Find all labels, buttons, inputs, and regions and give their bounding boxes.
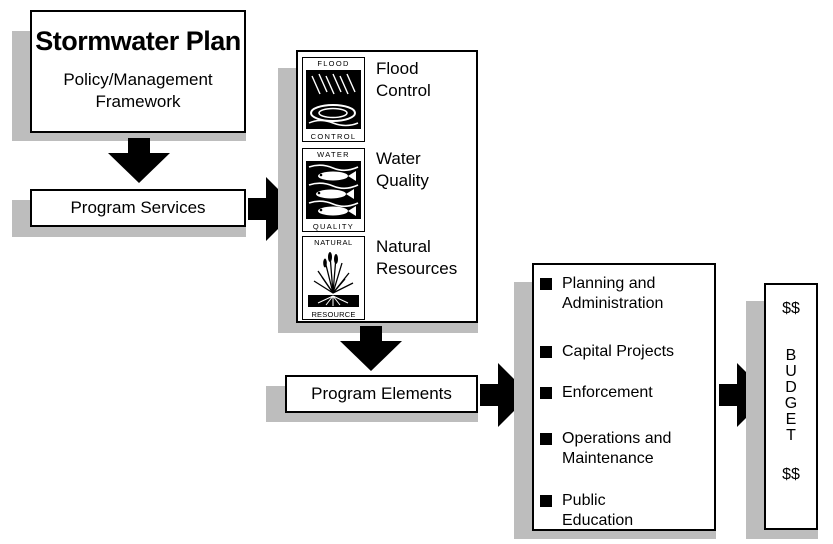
bullet-square-icon: [540, 433, 552, 445]
bullet-square-icon: [540, 346, 552, 358]
natural-resources-label: Natural Resources: [376, 236, 457, 280]
right-arrow-icon: [719, 363, 769, 427]
down-arrow-icon: [108, 138, 170, 183]
element-public-line1: Public: [562, 492, 606, 509]
budget-letter: E: [785, 411, 797, 428]
budget-letter: U: [785, 363, 797, 380]
element-capital-projects: Capital Projects: [540, 342, 675, 362]
water-label-line2: Quality: [376, 171, 429, 190]
plan-title: Stormwater Plan: [35, 26, 241, 56]
cattail-icon: [308, 252, 359, 307]
program-elements-list: Planning and Administration Capital Proj…: [532, 263, 716, 531]
flood-label-line1: Flood: [376, 59, 419, 78]
water-icon-top-label: WATER: [317, 150, 350, 159]
natural-icon-top-label: NATURAL: [314, 238, 353, 247]
program-services-label: Program Services: [70, 198, 206, 217]
program-elements-label: Program Elements: [311, 384, 452, 403]
budget-letter: D: [785, 379, 797, 396]
plan-subtitle-line2: Framework: [95, 92, 181, 111]
program-elements-box: Program Elements: [285, 375, 478, 413]
flood-icon-bottom-label: CONTROL: [310, 132, 357, 141]
element-operations-line2: Maintenance: [562, 450, 654, 467]
natural-resource-icon: NATURAL RESOURCE: [302, 236, 365, 320]
bullet-square-icon: [540, 278, 552, 290]
water-label-line1: Water: [376, 149, 421, 168]
element-enforcement: Enforcement: [540, 383, 653, 403]
flood-control-label: Flood Control: [376, 58, 431, 102]
flood-label-line2: Control: [376, 81, 431, 100]
budget-letter: G: [784, 395, 798, 412]
natural-icon-bottom-label: RESOURCE: [311, 310, 356, 319]
bullet-square-icon: [540, 387, 552, 399]
element-capital-line1: Capital Projects: [562, 343, 675, 360]
flood-control-icon: FLOOD CONTROL: [302, 57, 365, 142]
element-enforcement-line1: Enforcement: [562, 384, 653, 401]
budget-letter: T: [786, 427, 796, 444]
budget-letter: B: [785, 347, 797, 364]
service-categories-box: FLOOD CONTROL Flood Control WATER: [296, 50, 478, 323]
element-public-education: Public Education: [540, 491, 634, 531]
element-operations: Operations and Maintenance: [540, 429, 672, 469]
element-planning-line2: Administration: [562, 295, 664, 312]
element-planning-line1: Planning and: [562, 275, 656, 292]
natural-label-line2: Resources: [376, 259, 458, 278]
budget-top-symbol: $$: [782, 300, 800, 317]
water-quality-label: Water Quality: [376, 148, 429, 192]
budget-box: $$ B U D G E T $$: [764, 283, 818, 530]
water-icon-bottom-label: QUALITY: [312, 222, 355, 231]
water-quality-icon: WATER QUALITY: [302, 148, 365, 232]
bullet-square-icon: [540, 495, 552, 507]
element-operations-line1: Operations and: [562, 430, 672, 447]
element-public-line2: Education: [562, 512, 634, 529]
plan-subtitle-line1: Policy/Management: [63, 70, 213, 89]
budget-bottom-symbol: $$: [782, 466, 800, 483]
natural-label-line1: Natural: [376, 237, 431, 256]
right-arrow-icon: [480, 363, 530, 427]
down-arrow-icon: [340, 326, 402, 371]
flood-icon-top-label: FLOOD: [317, 59, 350, 68]
fish-icon: [306, 161, 361, 219]
stormwater-plan-box: Stormwater Plan Policy/Management Framew…: [30, 10, 246, 133]
program-services-box: Program Services: [30, 189, 246, 227]
rain-flood-icon: [306, 70, 361, 129]
right-arrow-icon: [248, 177, 298, 241]
element-planning: Planning and Administration: [540, 274, 664, 314]
